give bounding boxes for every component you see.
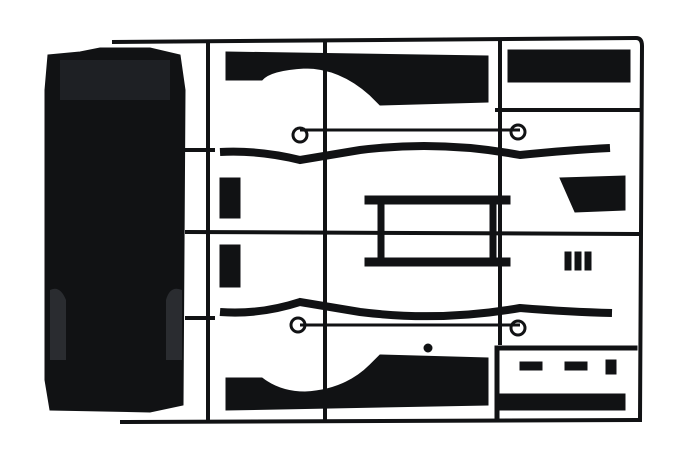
small-part-left-upper — [219, 177, 241, 219]
small-part-left-lower — [219, 244, 241, 288]
spring-upper-right — [509, 123, 527, 141]
top-panel-part — [225, 51, 489, 106]
top-right-part — [507, 49, 631, 83]
crossmember-part — [364, 195, 511, 267]
frame-rail-lower — [219, 297, 613, 327]
bottom-right-parts — [494, 345, 638, 421]
sprue-frame — [111, 35, 645, 424]
spring-lower-left — [289, 316, 307, 334]
bottom-panel-part — [225, 343, 489, 411]
floor-pan-part — [44, 47, 186, 413]
spring-upper-left — [291, 126, 309, 144]
right-bracket-part — [559, 175, 626, 213]
frame-rail-upper — [219, 128, 611, 165]
small-parts-cluster — [564, 251, 592, 271]
spring-lower-right — [509, 319, 527, 337]
